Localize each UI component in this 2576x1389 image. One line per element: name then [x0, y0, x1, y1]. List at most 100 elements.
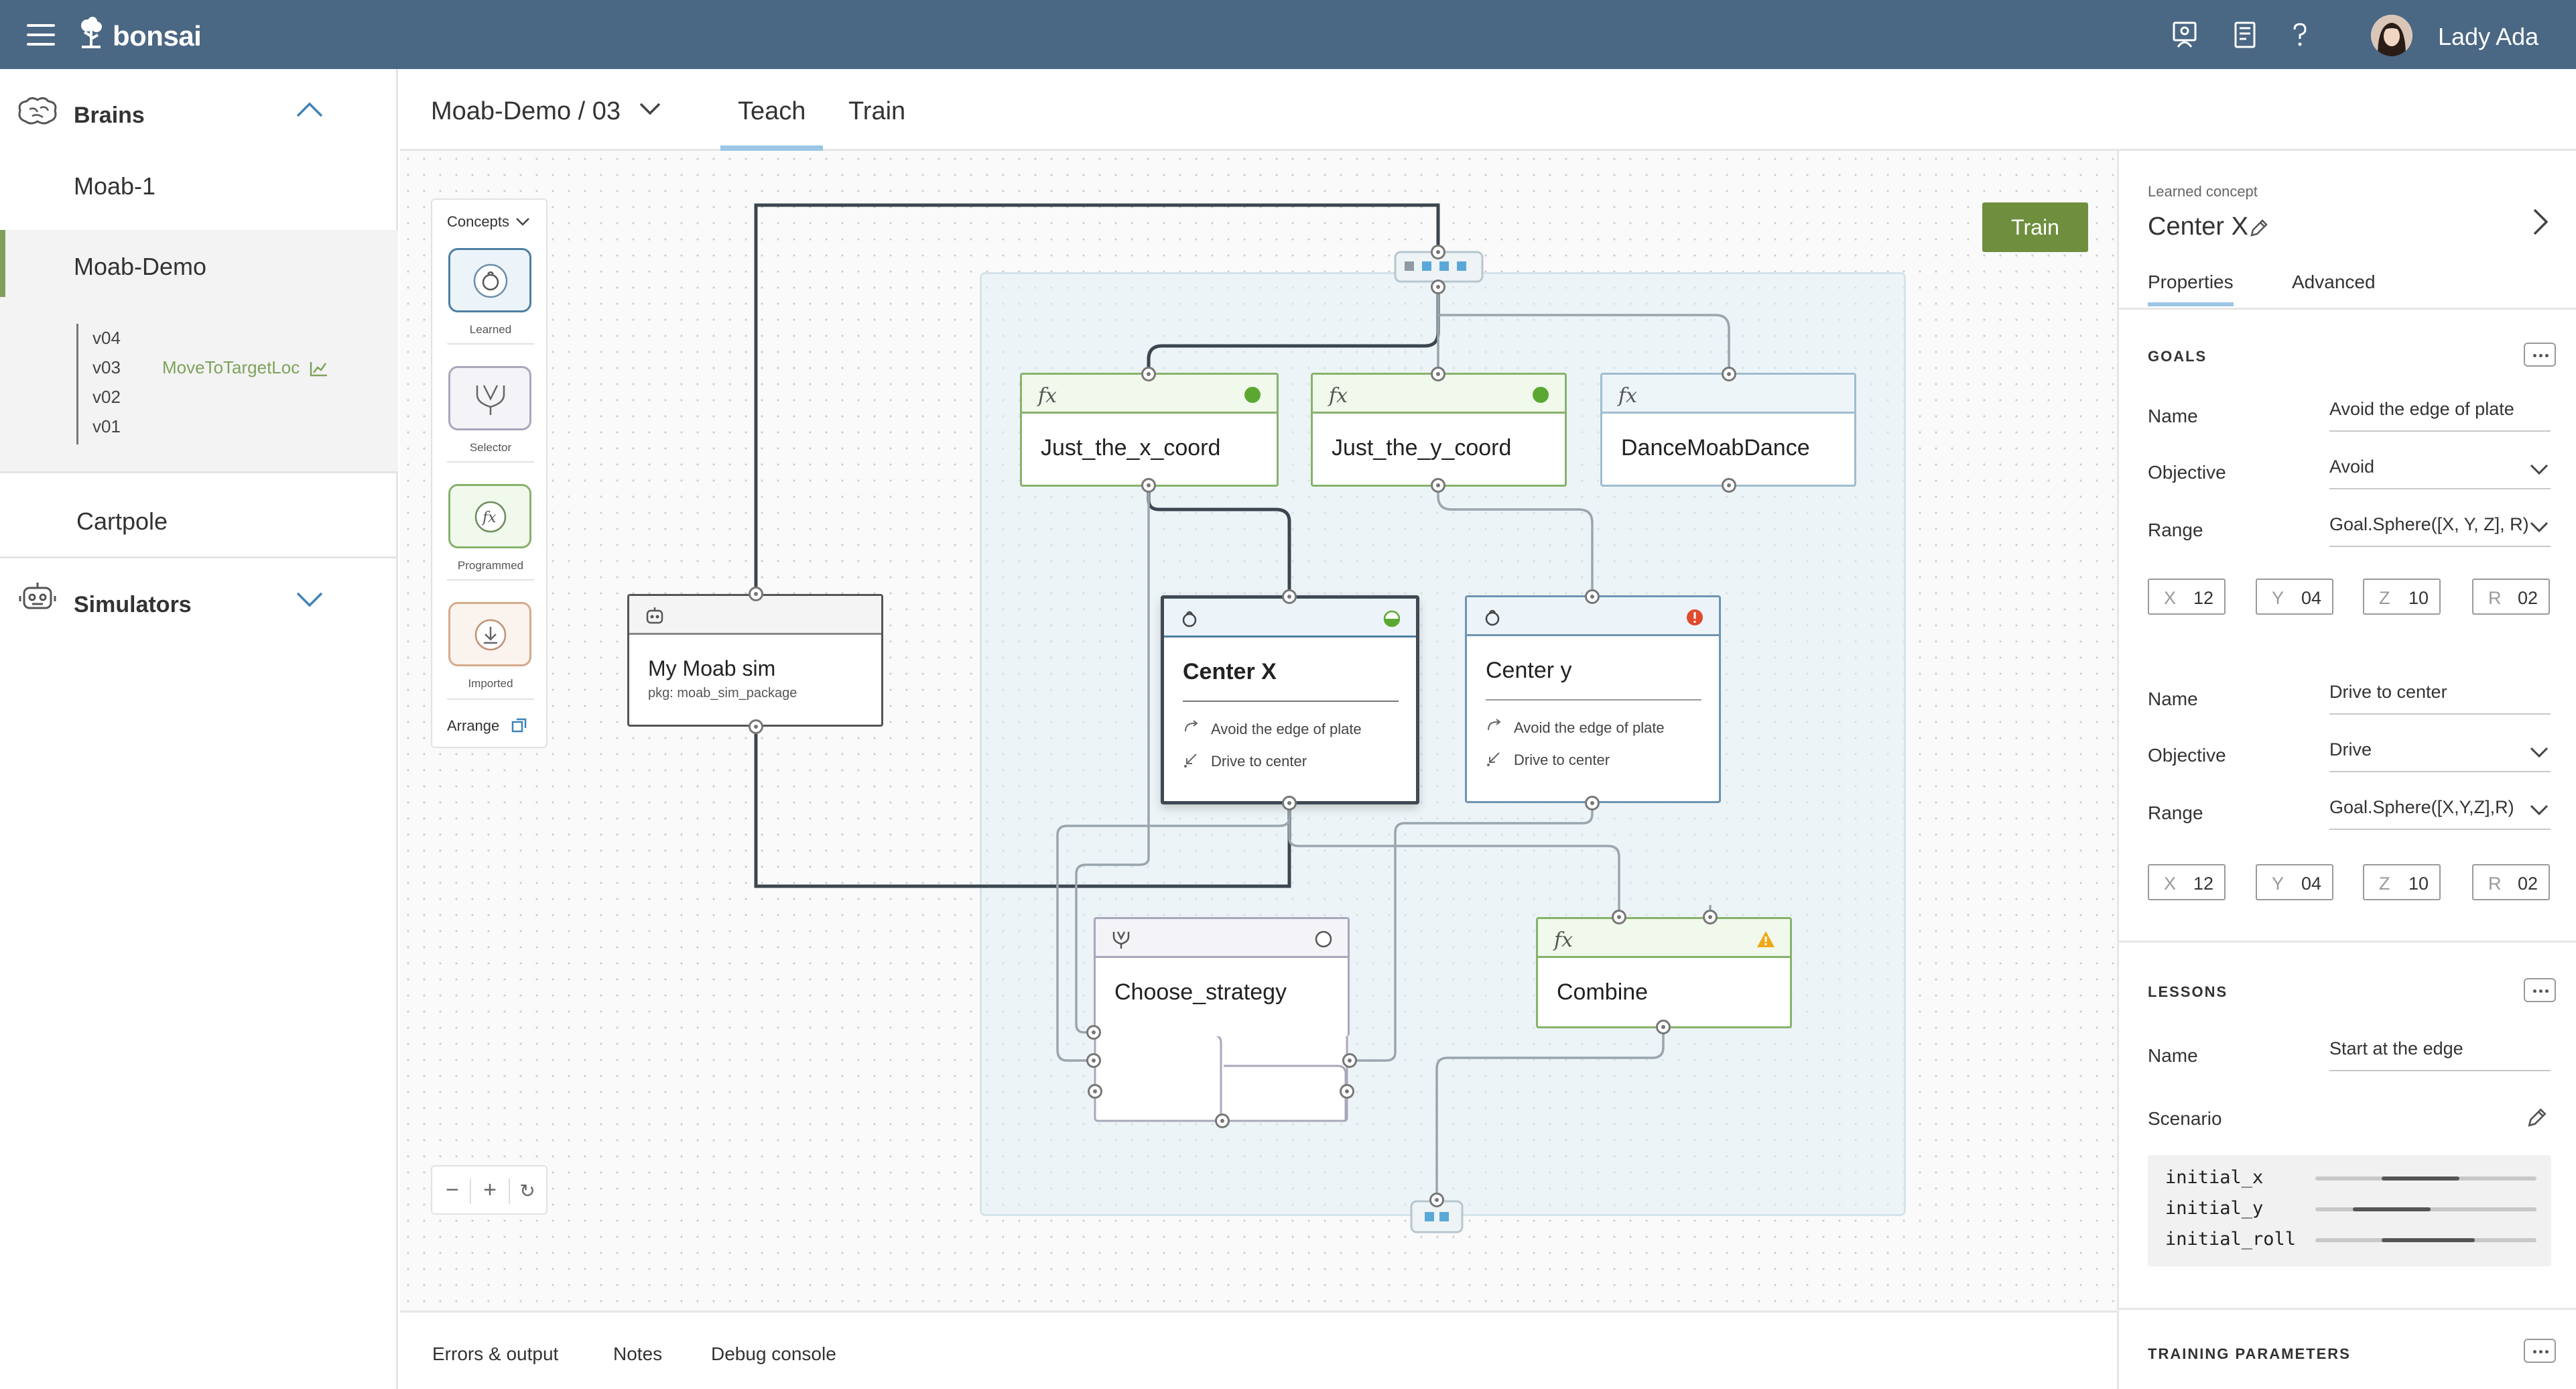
- output-port[interactable]: [1722, 478, 1736, 493]
- tab-teach[interactable]: Teach: [720, 97, 824, 151]
- tab-errors-output[interactable]: Errors & output: [432, 1343, 559, 1364]
- arrange-button[interactable]: Arrange: [447, 717, 500, 734]
- version-item-v03[interactable]: v03: [92, 357, 121, 377]
- programmed-node-dance[interactable]: fx DanceMoabDance: [1600, 373, 1856, 487]
- programmed-node-just-x[interactable]: fx Just_the_x_coord: [1020, 373, 1279, 487]
- input-port[interactable]: [1612, 910, 1626, 924]
- brain-item-moab-1[interactable]: Moab-1: [0, 149, 398, 221]
- edit-pencil-icon[interactable]: [2249, 218, 2269, 238]
- output-port[interactable]: [1431, 478, 1445, 493]
- output-port[interactable]: [1585, 796, 1600, 810]
- edit-pencil-icon[interactable]: [2526, 1107, 2548, 1128]
- goal-name-input[interactable]: Drive to center: [2329, 682, 2551, 715]
- user-avatar[interactable]: [2371, 15, 2412, 56]
- output-port[interactable]: [1141, 478, 1156, 493]
- training-more-button[interactable]: [2524, 1339, 2556, 1363]
- goals-more-button[interactable]: [2524, 343, 2556, 367]
- brain-version-breadcrumb[interactable]: Moab-Demo / 03: [431, 97, 621, 125]
- group-output-handle[interactable]: [1410, 1200, 1464, 1233]
- goal-name-input[interactable]: Avoid the edge of plate: [2329, 399, 2551, 432]
- chevron-up-icon[interactable]: [295, 100, 324, 119]
- tab-debug-console[interactable]: Debug console: [711, 1343, 836, 1364]
- input-port[interactable]: [1282, 589, 1297, 604]
- zoom-out-button[interactable]: −: [446, 1177, 459, 1203]
- output-port[interactable]: [749, 719, 763, 734]
- simulators-section-header[interactable]: Simulators: [0, 558, 398, 639]
- range-slider[interactable]: [2315, 1176, 2536, 1181]
- simulator-node[interactable]: My Moab sim pkg: moab_sim_package: [627, 594, 883, 727]
- palette-item-programmed[interactable]: fx: [448, 484, 531, 548]
- zoom-reset-button[interactable]: ↻: [519, 1181, 535, 1201]
- goal-objective-select[interactable]: Drive: [2329, 739, 2551, 772]
- chevron-down-icon[interactable]: [295, 589, 324, 608]
- learned-node-center-y[interactable]: Center y Avoid the edge of plate Drive t…: [1465, 595, 1721, 803]
- input-port[interactable]: [1141, 367, 1156, 381]
- input-port[interactable]: [1722, 367, 1736, 381]
- chevron-down-icon[interactable]: [2529, 521, 2549, 533]
- chevron-down-icon[interactable]: [639, 101, 661, 116]
- lesson-name-input[interactable]: Start at the edge: [2329, 1038, 2551, 1071]
- chevron-down-icon[interactable]: [2529, 463, 2549, 475]
- range-slider[interactable]: [2315, 1238, 2536, 1242]
- version-note[interactable]: MoveToTargetLoc: [162, 357, 328, 378]
- version-item-v02[interactable]: v02: [92, 387, 121, 407]
- output-port[interactable]: [1431, 280, 1445, 294]
- input-port[interactable]: [1342, 1053, 1357, 1068]
- input-port[interactable]: [1429, 1193, 1444, 1207]
- input-port[interactable]: [1703, 910, 1718, 924]
- programmed-node-combine[interactable]: fx Combine: [1536, 917, 1792, 1028]
- input-port[interactable]: [1088, 1084, 1102, 1099]
- palette-item-selector[interactable]: [448, 366, 531, 430]
- help-icon[interactable]: [2285, 20, 2315, 50]
- arrange-icon[interactable]: [511, 717, 527, 733]
- tab-train[interactable]: Train: [848, 97, 906, 125]
- input-port[interactable]: [1086, 1053, 1101, 1068]
- feedback-icon[interactable]: [2171, 20, 2201, 50]
- input-port[interactable]: [1585, 589, 1600, 604]
- hamburger-menu-icon[interactable]: [27, 24, 55, 46]
- palette-item-imported[interactable]: [448, 602, 531, 666]
- brain-item-cartpole[interactable]: Cartpole: [0, 485, 398, 556]
- output-port[interactable]: [1282, 796, 1297, 810]
- input-port[interactable]: [1431, 245, 1445, 259]
- selector-node-choose-strategy[interactable]: Choose_strategy: [1094, 917, 1350, 1036]
- output-port[interactable]: [1215, 1113, 1230, 1128]
- input-port[interactable]: [1431, 367, 1445, 381]
- chevron-down-icon[interactable]: [2529, 804, 2549, 816]
- palette-item-learned[interactable]: [448, 248, 531, 312]
- tab-advanced[interactable]: Advanced: [2292, 271, 2376, 292]
- input-port[interactable]: [1086, 1025, 1101, 1040]
- learned-node-center-x[interactable]: Center X Avoid the edge of plate Drive t…: [1161, 595, 1419, 804]
- goal-range-select[interactable]: Goal.Sphere([X, Y, Z], R): [2329, 514, 2551, 547]
- chevron-right-icon[interactable]: [2530, 207, 2551, 237]
- chevron-down-icon[interactable]: [2529, 746, 2549, 758]
- tab-properties[interactable]: Properties: [2148, 271, 2234, 306]
- version-item-v01[interactable]: v01: [92, 416, 121, 436]
- goal-range-select[interactable]: Goal.Sphere([X,Y,Z],R): [2329, 797, 2551, 830]
- notebook-icon[interactable]: [2230, 20, 2260, 50]
- input-port[interactable]: [749, 587, 763, 601]
- zoom-in-button[interactable]: +: [483, 1177, 497, 1203]
- lessons-more-button[interactable]: [2524, 978, 2556, 1002]
- brains-section-header[interactable]: Brains: [0, 69, 398, 149]
- tab-notes[interactable]: Notes: [613, 1343, 663, 1364]
- chevron-down-icon[interactable]: [515, 217, 530, 227]
- programmed-node-just-y[interactable]: fx Just_the_y_coord: [1311, 373, 1567, 487]
- output-port[interactable]: [1656, 1020, 1671, 1034]
- train-button[interactable]: Train: [1982, 202, 2088, 252]
- range-slider[interactable]: [2315, 1207, 2536, 1211]
- brain-item-moab-demo[interactable]: Moab-Demo: [0, 230, 398, 301]
- input-port[interactable]: [1340, 1084, 1354, 1099]
- palette-title[interactable]: Concepts: [447, 213, 509, 230]
- user-name[interactable]: Lady Ada: [2438, 23, 2539, 50]
- version-item-v04[interactable]: v04: [92, 328, 121, 348]
- goal-objective-select[interactable]: Avoid: [2329, 457, 2551, 489]
